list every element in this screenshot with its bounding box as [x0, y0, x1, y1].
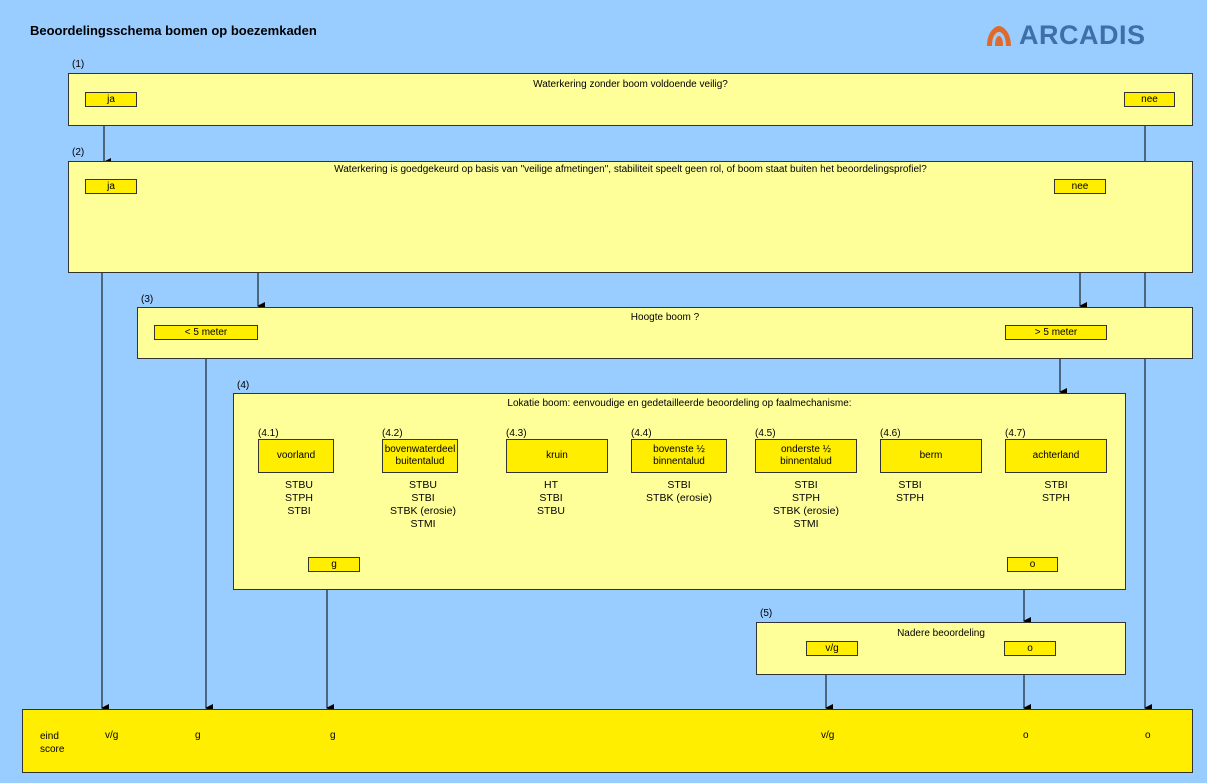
location-box: berm — [880, 439, 982, 473]
final-label-line2: score — [40, 744, 65, 755]
location-label: voorland — [276, 450, 316, 461]
location-4-2: (4.2) bovenwaterdeel buitentalud STBU ST… — [382, 428, 492, 531]
code: STPH — [791, 492, 820, 504]
location-box: achterland — [1005, 439, 1107, 473]
final-label-line1: eind — [40, 731, 59, 742]
step5-panel: Nadere beoordeling v/g o — [756, 622, 1126, 675]
location-number: (4.7) — [1005, 428, 1026, 439]
location-codes: HT STBI STBU — [506, 479, 596, 518]
location-box: bovenwaterdeel buitentalud — [382, 439, 458, 473]
code: STBI — [898, 479, 922, 491]
step2-panel: Waterkering is goedgekeurd op basis van … — [68, 161, 1193, 273]
step4-question: Lokatie boom: eenvoudige en gedetailleer… — [507, 398, 852, 409]
location-label-2: binnentalud — [780, 456, 832, 467]
step3-number: (3) — [141, 294, 154, 305]
code: STBK (erosie) — [773, 505, 839, 517]
arcadis-logo-icon — [987, 25, 1011, 46]
step3-low: < 5 meter — [154, 325, 258, 340]
location-codes: STBI STPH STBK (erosie) STMI — [755, 479, 857, 531]
location-number: (4.6) — [880, 428, 901, 439]
location-label: achterland — [1032, 450, 1080, 461]
final-score: g — [195, 730, 201, 741]
code: STBI — [794, 479, 818, 491]
final-score: v/g — [105, 730, 119, 741]
step1-no: nee — [1124, 92, 1175, 107]
final-score: o — [1145, 730, 1151, 741]
location-codes: STBI STPH — [1005, 479, 1107, 505]
location-codes: STBI STPH — [880, 479, 940, 505]
final-score-panel: eind score v/g g g v/g o o — [22, 709, 1193, 773]
location-label: onderste ½ — [780, 444, 832, 455]
step4-panel: Lokatie boom: eenvoudige en gedetailleer… — [233, 393, 1126, 590]
step1-question: Waterkering zonder boom voldoende veilig… — [533, 79, 728, 90]
code: STBK (erosie) — [390, 505, 456, 517]
step3-high: > 5 meter — [1005, 325, 1107, 340]
step2-number: (2) — [72, 147, 85, 158]
step4-number: (4) — [237, 380, 250, 391]
location-label: berm — [919, 450, 943, 461]
step3-question: Hoogte boom ? — [630, 312, 700, 323]
final-score: o — [1023, 730, 1029, 741]
location-label-2: binnentalud — [653, 456, 705, 467]
location-box: voorland — [258, 439, 334, 473]
location-label: bovenwaterdeel — [384, 444, 456, 455]
code: STMI — [410, 518, 436, 530]
location-number: (4.1) — [258, 428, 279, 439]
code: STMI — [793, 518, 819, 530]
code: STBU — [408, 479, 437, 491]
step5-number: (5) — [760, 608, 773, 619]
step2-question: Waterkering is goedgekeurd op basis van … — [334, 164, 927, 175]
final-label: eind score — [40, 730, 64, 756]
location-number: (4.2) — [382, 428, 403, 439]
location-4-1: (4.1) voorland STBU STPH STBI — [258, 428, 360, 518]
step1-number: (1) — [72, 59, 85, 70]
location-box: onderste ½ binnentalud — [755, 439, 857, 473]
step2-yes: ja — [85, 179, 137, 194]
code: STBU — [536, 505, 565, 517]
location-box: kruin — [506, 439, 608, 473]
code: HT — [544, 479, 558, 491]
location-label-2: buitentalud — [395, 456, 445, 467]
code: STBI — [287, 505, 311, 517]
location-codes: STBI STBK (erosie) — [631, 479, 727, 505]
location-4-7: (4.7) achterland STBI STPH — [1005, 428, 1115, 505]
code: STBI — [1044, 479, 1068, 491]
step4-result-o: o — [1007, 557, 1058, 572]
code: STBI — [411, 492, 435, 504]
code: STPH — [284, 492, 313, 504]
location-box: bovenste ½ binnentalud — [631, 439, 727, 473]
final-score: v/g — [821, 730, 835, 741]
logo-text: ARCADIS — [1019, 20, 1146, 50]
location-4-3: (4.3) kruin HT STBI STBU — [506, 428, 616, 518]
step1-panel: Waterkering zonder boom voldoende veilig… — [68, 73, 1193, 126]
arcadis-logo: ARCADIS — [985, 20, 1146, 51]
step4-result-g: g — [308, 557, 360, 572]
location-number: (4.3) — [506, 428, 527, 439]
location-4-4: (4.4) bovenste ½ binnentalud STBI STBK (… — [631, 428, 741, 505]
location-4-6: (4.6) berm STBI STPH — [880, 428, 990, 505]
location-number: (4.5) — [755, 428, 776, 439]
final-score: g — [330, 730, 336, 741]
location-number: (4.4) — [631, 428, 652, 439]
code: STBI — [539, 492, 563, 504]
step3-panel: Hoogte boom ? < 5 meter > 5 meter — [137, 307, 1193, 359]
step5-question: Nadere beoordeling — [897, 628, 985, 639]
location-label: kruin — [546, 450, 568, 461]
step5-vg: v/g — [806, 641, 858, 656]
code: STBU — [284, 479, 313, 491]
code: STBK (erosie) — [646, 492, 712, 504]
location-codes: STBU STBI STBK (erosie) STMI — [382, 479, 464, 531]
location-4-5: (4.5) onderste ½ binnentalud STBI STPH S… — [755, 428, 865, 531]
location-label: bovenste ½ — [653, 444, 705, 455]
step2-no: nee — [1054, 179, 1106, 194]
code: STPH — [895, 492, 924, 504]
code: STBI — [667, 479, 691, 491]
location-codes: STBU STPH STBI — [258, 479, 340, 518]
code: STPH — [1041, 492, 1070, 504]
step1-yes: ja — [85, 92, 137, 107]
step5-o: o — [1004, 641, 1056, 656]
diagram-title: Beoordelingsschema bomen op boezemkaden — [30, 23, 317, 38]
